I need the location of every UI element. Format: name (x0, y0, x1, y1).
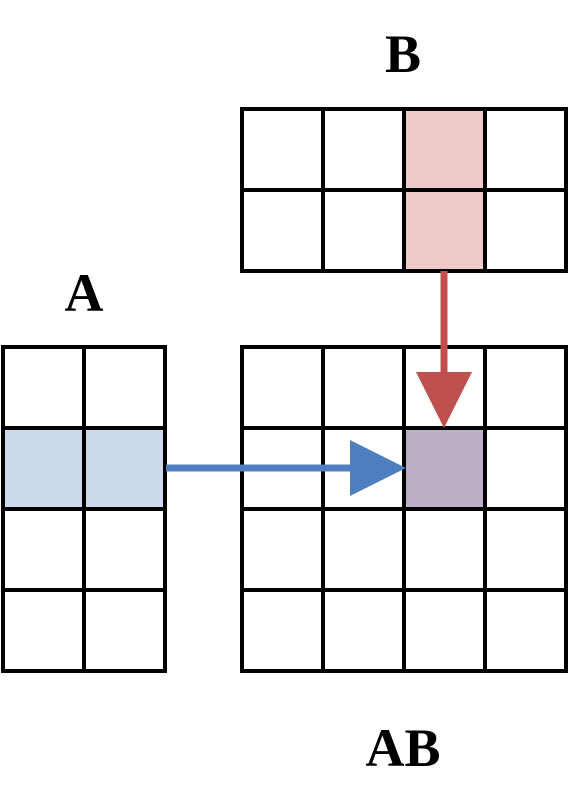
matrix-b-grid (240, 107, 568, 273)
matrix-b-cell (240, 188, 325, 273)
matrix-b-cell (321, 107, 406, 192)
matrix-b-cell (240, 107, 325, 192)
matrix-ab-label: AB (365, 718, 440, 778)
matrix-ab-highlighted-cell (402, 426, 487, 511)
matrix-a-highlighted-cell (82, 426, 167, 511)
matrix-a-cell (1, 507, 86, 592)
matrix-b-highlighted-cell (402, 188, 487, 273)
matrix-a-cell (82, 345, 167, 430)
matrix-b-label: B (385, 24, 421, 84)
matrix-ab-cell (483, 345, 568, 430)
matrix-b-highlighted-cell (402, 107, 487, 192)
matrix-ab-cell (321, 345, 406, 430)
matrix-a-cell (1, 588, 86, 673)
matrix-ab-cell (402, 588, 487, 673)
matrix-ab-cell (402, 507, 487, 592)
matrix-a-label: A (65, 263, 104, 323)
matrix-ab-cell (321, 588, 406, 673)
matrix-b-cell (321, 188, 406, 273)
matrix-ab-cell (240, 507, 325, 592)
matrix-ab-cell (321, 507, 406, 592)
matrix-a-cell (82, 507, 167, 592)
matrix-b-cell (483, 107, 568, 192)
matrix-ab-cell (240, 588, 325, 673)
matrix-ab-cell (483, 588, 568, 673)
matrix-b-cell (483, 188, 568, 273)
matrix-a-cell (1, 345, 86, 430)
matrix-a-grid (1, 345, 167, 673)
matrix-ab-cell (483, 426, 568, 511)
matrix-ab-grid (240, 345, 568, 673)
matrix-ab-cell (483, 507, 568, 592)
matrix-a-cell (82, 588, 167, 673)
matrix-ab-cell (240, 345, 325, 430)
matrix-a-highlighted-cell (1, 426, 86, 511)
